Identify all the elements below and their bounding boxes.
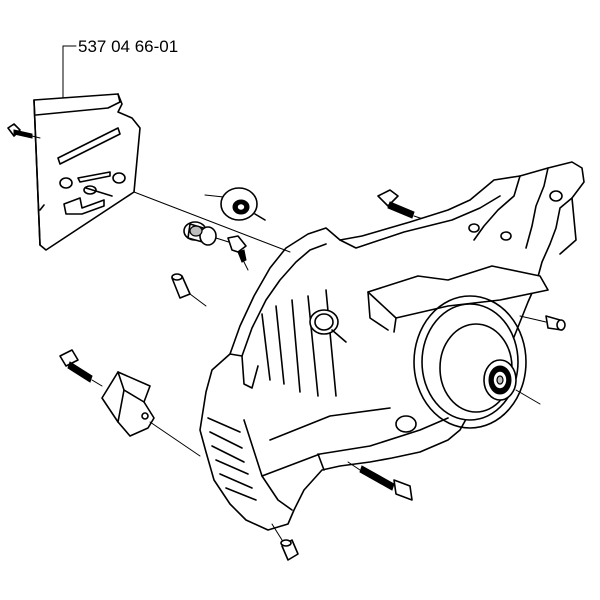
bushing xyxy=(183,221,236,246)
bumper-bracket xyxy=(101,371,201,457)
dowel-pin xyxy=(171,273,207,307)
lower-bolt xyxy=(347,461,413,501)
crankcase-body xyxy=(199,161,585,531)
small-pin xyxy=(227,235,249,271)
bottom-stud xyxy=(271,523,299,561)
right-stud xyxy=(519,315,566,331)
bearing-ring xyxy=(204,187,266,221)
left-screw xyxy=(59,349,103,387)
guide-plate xyxy=(33,93,141,251)
part-number-leader xyxy=(62,45,77,101)
plate-screw xyxy=(7,123,41,139)
plate-leader xyxy=(133,191,291,253)
part-number-label: 537 04 66-01 xyxy=(78,37,178,56)
